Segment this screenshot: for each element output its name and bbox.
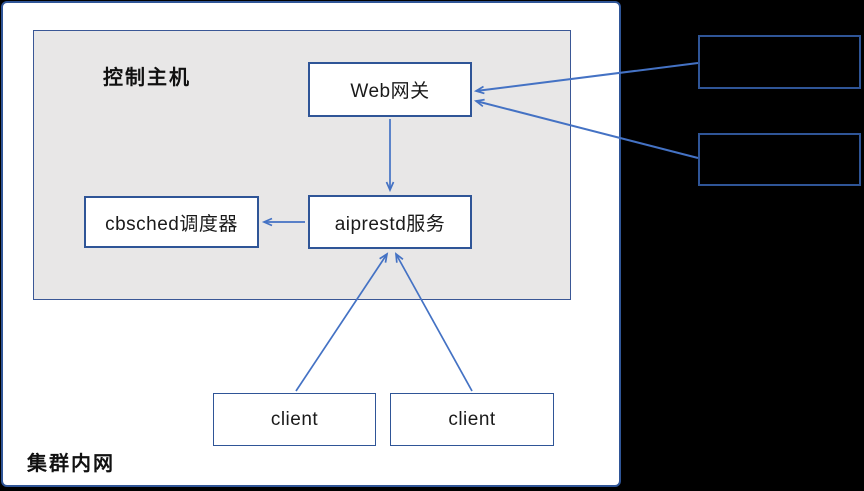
node-redacted-bottom: [698, 133, 861, 186]
node-client-left: client: [213, 393, 376, 446]
control-host-label: 控制主机: [103, 67, 191, 89]
node-aiprestd-service: aiprestd服务: [308, 195, 472, 249]
node-client-right: client: [390, 393, 554, 446]
cluster-intranet-label: 集群内网: [27, 453, 115, 475]
node-web-gateway: Web网关: [308, 62, 472, 117]
node-cbsched-scheduler: cbsched调度器: [84, 196, 259, 248]
node-redacted-top: [698, 35, 861, 89]
